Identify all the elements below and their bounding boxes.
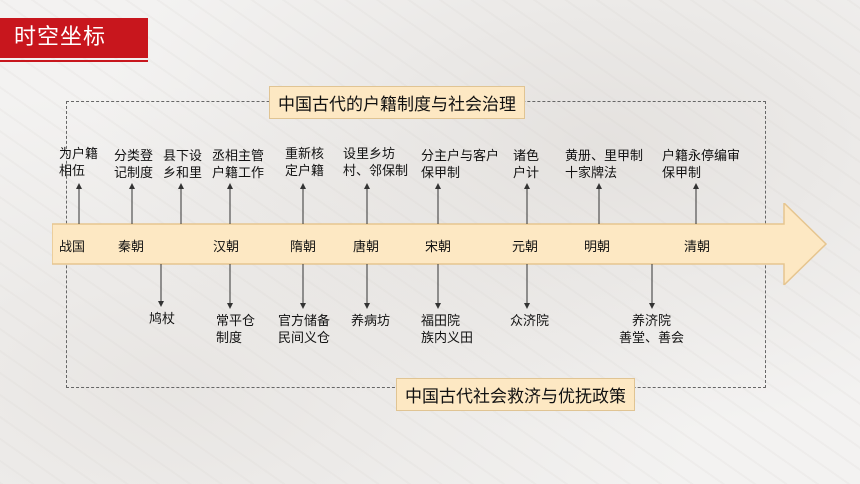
- era-label: 战国: [59, 240, 86, 255]
- era-label: 秦朝: [118, 240, 145, 255]
- top-note: 为户籍 相伍: [59, 146, 98, 180]
- bottom-title-box: 中国古代社会救济与优抚政策: [396, 378, 635, 411]
- era-label: 清朝: [684, 240, 711, 255]
- note-line: 相伍: [59, 164, 86, 179]
- era-label: 明朝: [584, 240, 611, 255]
- note-line: 族内义田: [421, 331, 474, 346]
- note-line: 十家牌法: [565, 166, 618, 181]
- top-title: 中国古代的户籍制度与社会治理: [278, 95, 516, 115]
- note-line: 常平仓: [216, 314, 256, 329]
- bottom-note: 福田院 族内义田: [421, 313, 473, 347]
- top-note: 诸色 户计: [513, 148, 539, 182]
- note-line: 村、邻保制: [343, 164, 409, 179]
- section-title: 时空坐标: [14, 25, 107, 50]
- timeline-arrow-shape: [52, 203, 828, 285]
- note-line: 丞相主管: [212, 149, 265, 164]
- top-title-box: 中国古代的户籍制度与社会治理: [269, 86, 525, 119]
- bottom-note: 官方储备 民间义仓: [278, 313, 330, 347]
- note-line: 诸色: [513, 149, 540, 164]
- note-line: 养济院: [632, 314, 672, 329]
- section-title-badge: 时空坐标: [0, 18, 148, 58]
- note-line: 福田院: [421, 314, 461, 329]
- note-line: 分主户与客户: [421, 149, 500, 164]
- note-line: 县下设: [163, 149, 203, 164]
- top-note: 黄册、里甲制 十家牌法: [565, 148, 643, 182]
- top-note: 户籍永停编审 保甲制: [662, 148, 740, 182]
- note-line: 黄册、里甲制: [565, 149, 644, 164]
- note-line: 重新核: [285, 147, 325, 162]
- note-line: 官方储备: [278, 314, 331, 329]
- top-note: 丞相主管 户籍工作: [212, 148, 264, 182]
- note-line: 乡和里: [163, 166, 203, 181]
- note-line: 保甲制: [662, 166, 702, 181]
- note-line: 民间义仓: [278, 331, 331, 346]
- note-line: 众济院: [510, 314, 550, 329]
- era-label: 隋朝: [290, 240, 317, 255]
- era-label: 唐朝: [353, 240, 380, 255]
- bottom-note: 常平仓 制度: [216, 313, 255, 347]
- era-label: 宋朝: [425, 240, 452, 255]
- note-line: 分类登: [114, 149, 154, 164]
- top-note: 设里乡坊 村、邻保制: [343, 146, 408, 180]
- note-line: 户籍永停编审: [662, 149, 741, 164]
- note-line: 为户籍: [59, 147, 99, 162]
- top-note: 分主户与客户 保甲制: [421, 148, 499, 182]
- top-note: 分类登 记制度: [114, 148, 153, 182]
- note-line: 设里乡坊: [343, 147, 396, 162]
- top-note: 县下设 乡和里: [163, 148, 202, 182]
- note-line: 鸠杖: [149, 312, 176, 327]
- title-underline: [0, 60, 148, 62]
- note-line: 保甲制: [421, 166, 461, 181]
- note-line: 户籍工作: [212, 166, 265, 181]
- note-line: 善堂、善会: [619, 331, 685, 346]
- bottom-note: 养济院 善堂、善会: [619, 313, 684, 347]
- era-label: 元朝: [512, 240, 539, 255]
- note-line: 户计: [513, 166, 540, 181]
- note-line: 制度: [216, 331, 243, 346]
- note-line: 养病坊: [351, 314, 391, 329]
- era-label: 汉朝: [213, 240, 240, 255]
- note-line: 定户籍: [285, 164, 325, 179]
- bottom-note: 众济院: [510, 313, 549, 330]
- bottom-note: 养病坊: [351, 313, 390, 330]
- note-line: 记制度: [114, 166, 154, 181]
- bottom-title: 中国古代社会救济与优抚政策: [405, 387, 626, 407]
- timeline-arrow: [52, 203, 828, 285]
- top-note: 重新核 定户籍: [285, 146, 324, 180]
- bottom-note: 鸠杖: [149, 311, 175, 328]
